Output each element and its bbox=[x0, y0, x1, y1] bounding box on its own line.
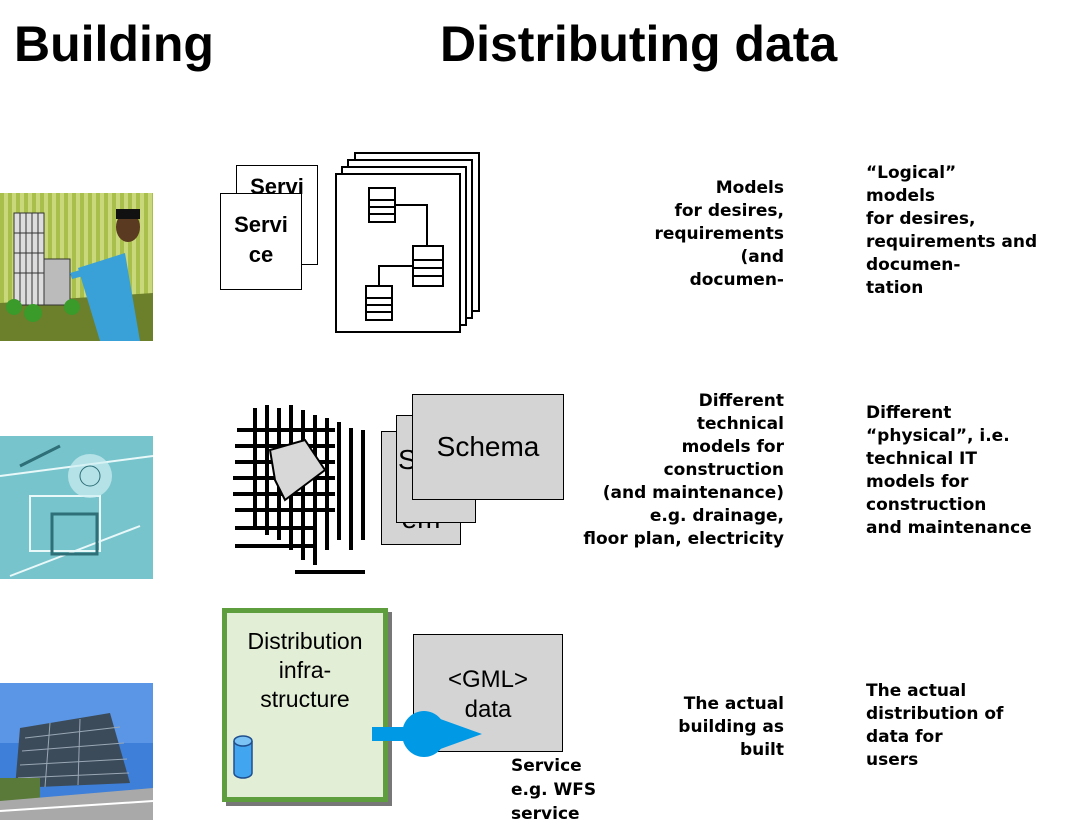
schema-card-front-label: Schema bbox=[436, 431, 540, 462]
row2-right-line: and maintenance bbox=[866, 518, 1032, 538]
row2-right-description: Different “physical”, i.e. technical IT … bbox=[866, 402, 1071, 540]
row1-right-line: documen- bbox=[866, 255, 961, 275]
row1-right-line: “Logical” bbox=[866, 163, 957, 183]
row2-middle-line: technical bbox=[696, 414, 784, 434]
service-card-front-line1: Servi bbox=[234, 212, 288, 237]
row1-right-line: requirements and bbox=[866, 232, 1038, 252]
service-label: Service e.g. WFS service bbox=[511, 754, 596, 826]
office-building-photo bbox=[0, 683, 153, 820]
service-label-line1: Service bbox=[511, 756, 582, 776]
businessman-illustration bbox=[0, 193, 153, 341]
row1-middle-line: Models bbox=[715, 178, 784, 198]
row3-middle-description: The actual building as built bbox=[580, 693, 784, 762]
row2-middle-line: e.g. drainage, bbox=[649, 506, 784, 526]
row2-right-line: “physical”, i.e. bbox=[866, 426, 1010, 446]
service-label-line2: e.g. WFS bbox=[511, 780, 597, 800]
row2-right-line: models for bbox=[866, 472, 969, 492]
row1-right-line: for desires, bbox=[866, 209, 976, 229]
row2-middle-line: (and maintenance) bbox=[602, 483, 784, 503]
row1-middle-line: for desires, bbox=[674, 201, 784, 221]
row2-middle-line: models for bbox=[681, 437, 784, 457]
gml-line2: data bbox=[464, 696, 512, 723]
row3-middle-line: The actual bbox=[683, 694, 784, 714]
distribution-line3: structure bbox=[260, 686, 350, 712]
row1-right-line: tation bbox=[866, 278, 924, 298]
row2-right-line: Different bbox=[866, 403, 952, 423]
row1-middle-line: requirements bbox=[654, 224, 784, 244]
service-arrow-icon bbox=[372, 710, 484, 762]
technical-grid-drawing bbox=[225, 400, 375, 580]
row1-middle-line: documen- bbox=[689, 270, 784, 290]
schema-card-front: Schema bbox=[412, 394, 564, 500]
row3-right-line: users bbox=[866, 750, 919, 770]
database-cylinder-icon bbox=[233, 735, 253, 779]
distribution-line2: infra- bbox=[278, 657, 332, 683]
row3-right-description: The actual distribution of data for user… bbox=[866, 680, 1071, 772]
logical-model-documents bbox=[335, 150, 485, 340]
row3-right-line: The actual bbox=[866, 681, 967, 701]
distribution-line1: Distribution bbox=[247, 628, 363, 654]
service-label-line3: service bbox=[511, 804, 580, 824]
row2-middle-line: floor plan, electricity bbox=[583, 529, 784, 549]
blueprint-photo bbox=[0, 436, 153, 579]
row1-right-line: models bbox=[866, 186, 936, 206]
row2-middle-description: Different technical models for construct… bbox=[540, 390, 784, 551]
row1-middle-line: (and bbox=[740, 247, 784, 267]
row2-middle-line: construction bbox=[663, 460, 784, 480]
row2-right-line: technical IT bbox=[866, 449, 977, 469]
distributing-data-title: Distributing data bbox=[440, 16, 838, 72]
row1-right-description: “Logical” models for desires, requiremen… bbox=[866, 162, 1071, 300]
gml-line1: <GML> bbox=[447, 666, 529, 693]
service-card-front-line2: ce bbox=[248, 242, 274, 267]
row3-middle-line: built bbox=[739, 740, 784, 760]
row3-right-line: data for bbox=[866, 727, 943, 747]
row3-right-line: distribution of bbox=[866, 704, 1004, 724]
row1-middle-description: Models for desires, requirements (and do… bbox=[560, 177, 784, 292]
building-title: Building bbox=[14, 16, 214, 72]
row2-right-line: construction bbox=[866, 495, 987, 515]
row3-middle-line: building as bbox=[678, 717, 784, 737]
service-card-front: Servi ce bbox=[220, 193, 302, 290]
row2-middle-line: Different bbox=[698, 391, 784, 411]
